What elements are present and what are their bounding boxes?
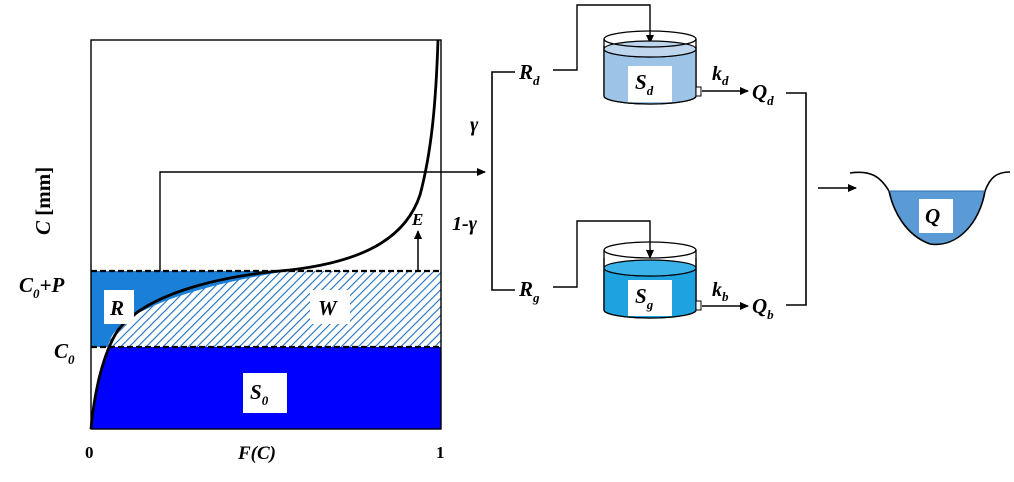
qd-label: Qd — [752, 80, 774, 108]
gamma-label: γ — [470, 114, 479, 136]
sd-label: Sd — [635, 70, 654, 98]
x-tick-1: 1 — [436, 443, 445, 462]
s0-label: S0 — [250, 380, 269, 408]
q-label: Q — [925, 204, 940, 228]
sg-label: Sg — [635, 284, 654, 312]
capacity-curve — [89, 39, 440, 430]
qb-label: Qb — [752, 294, 774, 322]
sd-label-box — [628, 66, 672, 102]
s0-curve-edge — [91, 347, 108, 429]
kd-label: kd — [712, 63, 729, 88]
y-axis-label: C [mm] — [31, 167, 55, 235]
c0-label: C0 — [54, 339, 75, 367]
rd-label: Rd — [518, 60, 540, 88]
c0p-label: C0+P — [19, 273, 64, 301]
s0-label-box — [243, 373, 287, 413]
merge-bracket — [786, 92, 807, 306]
rg-inflow — [553, 220, 654, 288]
r-label: R — [109, 296, 124, 320]
q-label-box — [919, 199, 953, 233]
x-tick-0: 0 — [85, 443, 94, 462]
evap-label: E — [411, 210, 423, 229]
x-axis-label: F(C) — [237, 443, 276, 464]
w-label-box — [310, 290, 350, 324]
r-label-box — [104, 290, 134, 324]
split-bracket — [491, 71, 515, 291]
one-minus-gamma-label: 1-γ — [452, 213, 478, 235]
runoff-arrow — [159, 168, 486, 271]
r-region — [91, 271, 288, 347]
kb-label: kb — [712, 279, 729, 304]
plot-frame — [90, 39, 442, 430]
w-label: W — [318, 296, 338, 320]
rd-inflow — [553, 4, 654, 71]
sg-label-box — [628, 280, 672, 316]
rg-label: Rg — [518, 277, 540, 305]
